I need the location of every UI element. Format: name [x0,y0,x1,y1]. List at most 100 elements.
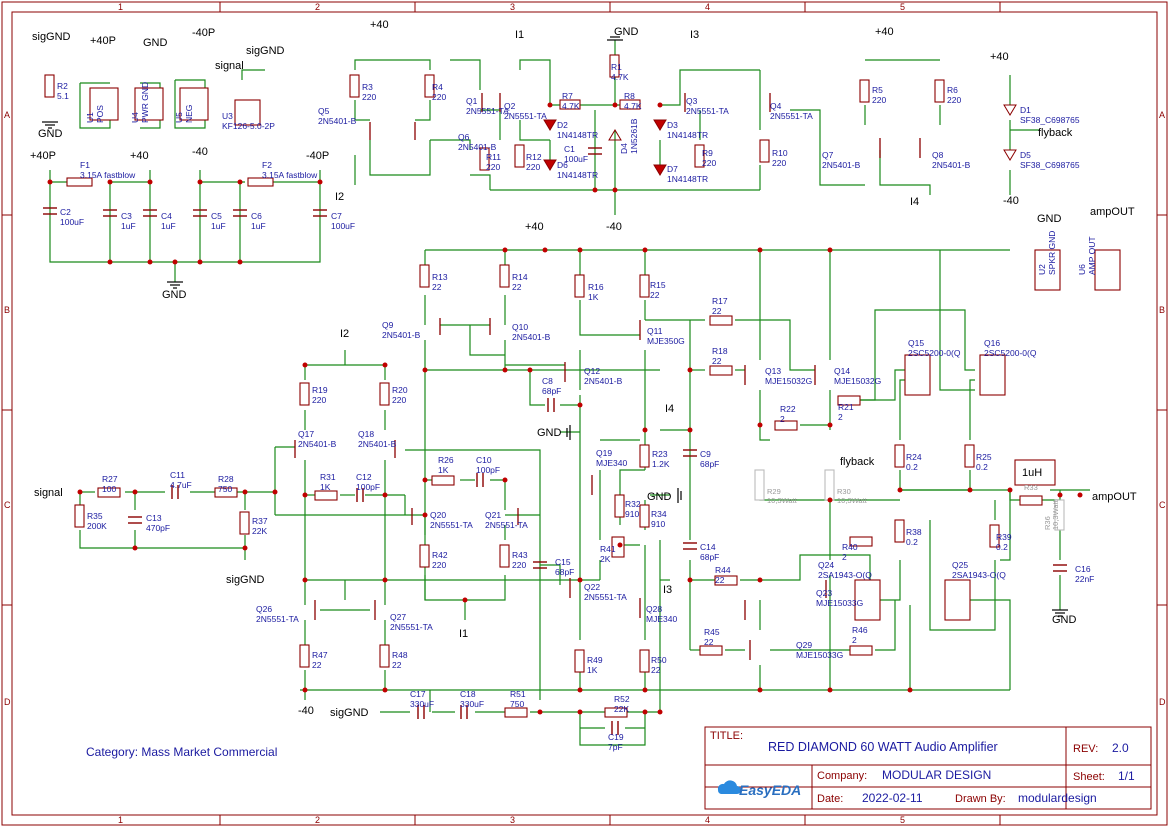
component-designator-r35: R35 [87,511,103,521]
net-label: +40 [990,51,1009,63]
net-label: signal [215,60,244,72]
component-value-r22: 2 [780,414,785,424]
component-designator-r14: R14 [512,272,528,282]
component-designator-c14: C14 [700,542,716,552]
net-label: +40 [525,221,544,233]
component-designator-r42: R42 [432,550,448,560]
component-designator-q21: Q21 [485,510,501,520]
component-value-c11: 4.7uF [170,480,192,490]
component-designator-r2: R2 [57,81,68,91]
net-label: I3 [663,584,672,596]
component-value-r37: 22K [252,526,267,536]
ruler-col-3-bottom: 3 [510,815,515,825]
net-label: ampOUT [1090,206,1135,218]
component-designator-r19: R19 [312,385,328,395]
net-label: -40P [306,150,329,162]
component-value-r3: 220 [362,92,376,102]
ruler-row-a-right: A [1159,110,1165,120]
component-designator-u3: U3 [222,111,233,121]
component-designator-q13: Q13 [765,366,781,376]
component-value-r35: 200K [87,521,107,531]
component-designator-r46: R46 [852,625,868,635]
component-designator-c2: C2 [60,207,71,217]
title-block: TITLE: RED DIAMOND 60 WATT Audio Amplifi… [704,726,1152,810]
net-label: +40 [370,19,389,31]
component-designator-q2: Q2 [504,101,516,111]
component-value-q17: 2N5401-B [298,439,337,449]
component-value-r36: 10,3Watt [1051,499,1060,530]
ruler-col-5: 5 [900,2,905,12]
component-value-r11: 220 [486,162,500,172]
component-designator-c12: C12 [356,472,372,482]
component-designator-r27: R27 [102,474,118,484]
ruler-col-3: 3 [510,2,515,12]
component-value-d3: 1N4148TR [667,130,708,140]
component-designator-q28: Q28 [646,604,662,614]
component-designator-r10: R10 [772,148,788,158]
net-label: sigGND [226,574,265,586]
component-value-q15: 2SC5200-0(Q [908,348,961,358]
component-designator-r51: R51 [510,689,526,699]
component-designator-r18: R18 [712,346,728,356]
component-value-q7: 2N5401-B [822,160,861,170]
component-value-r52: 22K [614,704,629,714]
component-value-f2: 3.15A fastblow [262,170,318,180]
component-value-c9: 68pF [700,459,719,469]
component-value-u1: POS [95,105,105,123]
component-designator-q6: Q6 [458,132,470,142]
component-value-r14: 22 [512,282,522,292]
connector-bodies [89,87,1121,291]
title-key: TITLE: [710,730,743,742]
net-label: flyback [1038,127,1073,139]
ruler-col-2: 2 [315,2,320,12]
component-designator-u1: U1 [85,112,95,123]
component-designator-r30: R30 [837,487,851,496]
component-value-q23: MJE15033G [816,598,863,608]
component-value-r19: 220 [312,395,326,405]
net-label: -40 [298,705,314,717]
sheet-key: Sheet: [1073,771,1105,783]
net-label: I1 [515,29,524,41]
ruler-col-4-bottom: 4 [705,815,710,825]
component-value-u5: NEG [184,105,194,123]
component-designator-q17: Q17 [298,429,314,439]
ruler-col-2-bottom: 2 [315,815,320,825]
ruler-col-5-bottom: 5 [900,815,905,825]
component-value-q4: 2N5551-TA [770,111,813,121]
component-designator-r37: R37 [252,516,268,526]
ruler-col-4: 4 [705,2,710,12]
cloud-icon [717,780,741,794]
rev-key: REV: [1073,743,1098,755]
component-value-r29: 10,3Watt [767,496,798,505]
component-designator-u5: U5 [174,112,184,123]
component-value-r27: 100 [102,484,116,494]
component-designator-r20: R20 [392,385,408,395]
component-value-q28: MJE340 [646,614,677,624]
component-value-r47: 22 [312,660,322,670]
net-label: I2 [340,328,349,340]
component-designator-r7: R7 [562,91,573,101]
component-value-r45: 22 [704,637,714,647]
sheet-value: 1/1 [1118,769,1135,783]
component-value-q24: 2SA1943-O(Q [818,570,872,580]
component-designator-r5: R5 [872,85,883,95]
component-value-r31: 1K [320,482,331,492]
net-label: ampOUT [1092,491,1137,503]
net-label: I4 [910,196,919,208]
component-designator-c18: C18 [460,689,476,699]
component-designator-q23: Q23 [816,588,832,598]
component-value-r32: 910 [625,509,639,519]
component-designator-r8: R8 [624,91,635,101]
component-value-r44: 22 [715,575,725,585]
component-designator-q8: Q8 [932,150,944,160]
component-value-q25: 2SA1943-O(Q [952,570,1006,580]
net-label: flyback [840,456,875,468]
component-value-d5: SF38_C698765 [1020,160,1080,170]
ruler-row-b-right: B [1159,305,1165,315]
component-value-c17: 330uF [410,699,434,709]
net-label: GND [647,491,672,503]
component-value-d1: SF38_C698765 [1020,115,1080,125]
component-designator-c11: C11 [170,470,185,480]
net-label: sigGND [330,707,369,719]
